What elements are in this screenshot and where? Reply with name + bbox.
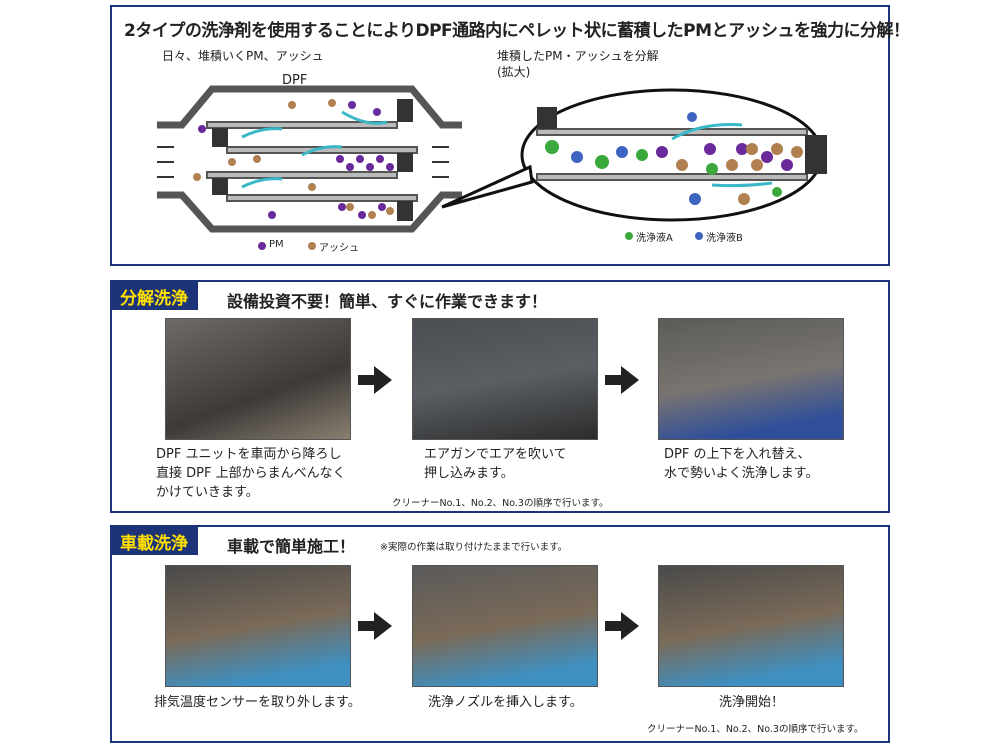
arrow-icon: [621, 612, 639, 640]
left-label: 日々、堆積いくPM、アッシュ: [162, 49, 324, 63]
onboard-cleaning-panel: 車載洗浄 車載で簡単施工！ ※実際の作業は取り付けたままで行います。 排気温度セ…: [110, 525, 890, 743]
legend-pm: PM: [269, 239, 284, 250]
section-title: 設備投資不要！簡単、すぐに作業できます！: [227, 292, 548, 311]
caption-1: 排気温度センサーを取り外します。: [154, 695, 361, 710]
section-title: 車載で簡単施工！: [227, 537, 356, 556]
title-note: ※実際の作業は取り付けたままで行います。: [380, 542, 568, 553]
dpf-label: DPF: [282, 73, 308, 88]
photo-start-cleaning: [658, 565, 844, 687]
dpf-diagram-panel: 2タイプの洗浄剤を使用することによりDPF通路内にペレット状に蓄積したPMとアッ…: [110, 5, 910, 266]
right-label-2: (拡大): [497, 65, 531, 79]
caption-2: エアガンでエアを吹いて押し込みます。: [424, 447, 567, 481]
photo-insert-nozzle: [412, 565, 598, 687]
section-tag: 分解洗浄: [110, 280, 198, 310]
disassembly-cleaning-panel: 分解洗浄 設備投資不要！簡単、すぐに作業できます！ DPF ユニットを車両から降…: [110, 280, 890, 513]
caption-3: 洗浄開始！: [719, 695, 785, 710]
arrow-icon: [374, 366, 392, 394]
pm-legend-dot: [258, 242, 266, 250]
headline: 2タイプの洗浄剤を使用することによりDPF通路内にペレット状に蓄積したPMとアッ…: [124, 21, 910, 41]
caption-3: DPF の上下を入れ替え、水で勢いよく洗浄します。: [664, 447, 819, 481]
photo-air-gun: [412, 318, 598, 440]
arrow-icon: [374, 612, 392, 640]
order-note: クリーナーNo.1、No.2、No.3の順序で行います。: [392, 498, 609, 509]
photo-pour-cleaner: [165, 318, 351, 440]
photo-water-wash: [658, 318, 844, 440]
legend-cleaner-a: 洗浄液A: [636, 233, 673, 244]
right-label: 堆積したPM・アッシュを分解: [497, 49, 659, 63]
photo-remove-sensor: [165, 565, 351, 687]
legend-ash: アッシュ: [319, 243, 359, 254]
section-tag: 車載洗浄: [110, 525, 198, 555]
arrow-icon: [621, 366, 639, 394]
order-note: クリーナーNo.1、No.2、No.3の順序で行います。: [647, 724, 864, 735]
caption-2: 洗浄ノズルを挿入します。: [428, 695, 583, 710]
dpf-illustration: [157, 85, 827, 250]
legend-cleaner-b: 洗浄液B: [706, 233, 743, 244]
caption-1: DPF ユニットを車両から降ろし直接 DPF 上部からまんべんなくかけていきます…: [156, 447, 346, 500]
